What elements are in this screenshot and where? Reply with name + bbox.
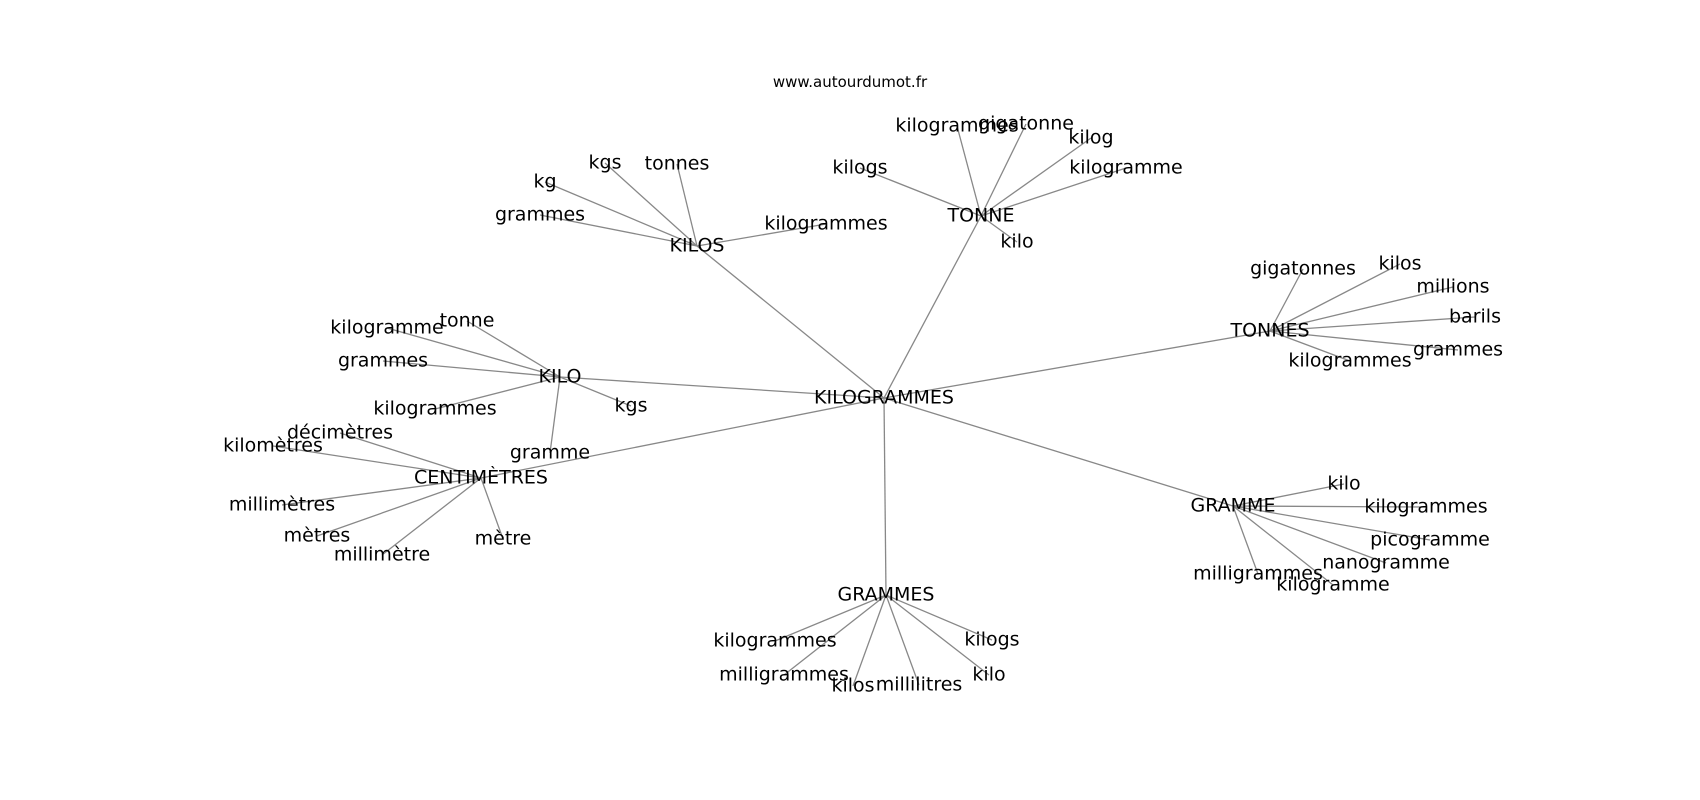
leaf-node[interactable]: kilogrammes <box>895 115 1018 137</box>
edge-kilo-leaf <box>466 320 561 378</box>
edge-kilo-leaf <box>382 360 561 378</box>
leaf-node[interactable]: grammes <box>495 204 585 226</box>
edge-center-gramme <box>883 397 1234 507</box>
leaf-node[interactable]: grammes <box>1413 339 1503 361</box>
hub-node-kilos[interactable]: KILOS <box>670 235 725 257</box>
leaf-node[interactable]: millimètres <box>229 494 335 516</box>
leaf-node[interactable]: barils <box>1449 306 1501 328</box>
edge-kilos-leaf <box>544 181 698 247</box>
leaf-node[interactable]: kilogrammes <box>713 630 836 652</box>
hub-node-grammes[interactable]: GRAMMES <box>837 584 934 606</box>
leaf-node[interactable]: millimètre <box>334 544 430 566</box>
hub-node-tonnes[interactable]: TONNES <box>1229 320 1309 342</box>
edge-centimetres-leaf <box>272 445 482 479</box>
edge-centimetres-leaf <box>480 477 504 540</box>
edge-tonne-leaf <box>980 167 1127 217</box>
edge-center-kilos <box>696 245 885 399</box>
edge-grammes-leaf <box>885 594 920 686</box>
leaf-node[interactable]: décimètres <box>287 422 393 444</box>
leaf-node[interactable]: kgs <box>589 152 622 174</box>
leaf-node[interactable]: kilogrammes <box>373 398 496 420</box>
leaf-node[interactable]: tonne <box>440 310 495 332</box>
leaf-node[interactable]: kilo <box>972 664 1005 686</box>
edge-center-grammes <box>883 397 887 596</box>
edge-center-kilo <box>559 376 885 399</box>
leaf-node[interactable]: kilomètres <box>223 435 323 457</box>
leaf-node[interactable]: kilos <box>831 675 874 697</box>
leaf-node[interactable]: nanogramme <box>1322 552 1450 574</box>
leaf-node[interactable]: kilogramme <box>1069 157 1182 179</box>
hub-node-kilo[interactable]: KILO <box>539 366 582 388</box>
edge-tonnes-leaf <box>1269 316 1476 332</box>
leaf-node[interactable]: kilogramme <box>330 317 443 339</box>
leaf-node[interactable]: gigatonne <box>978 113 1074 135</box>
hub-node-tonne[interactable]: TONNE <box>947 205 1015 227</box>
leaf-node[interactable]: gigatonnes <box>1250 258 1356 280</box>
leaf-node[interactable]: kilo <box>1327 473 1360 495</box>
edge-tonne-leaf <box>859 167 982 217</box>
leaf-node[interactable]: kilo <box>1000 231 1033 253</box>
edge-tonne-leaf <box>956 125 982 217</box>
leaf-node[interactable]: millilitres <box>876 674 963 696</box>
edge-grammes-leaf <box>783 594 887 676</box>
hub-node-gramme[interactable]: GRAMME <box>1191 495 1276 517</box>
edge-centimetres-leaf <box>381 477 482 556</box>
leaf-node[interactable]: picogramme <box>1370 529 1490 551</box>
edge-centimetres-leaf <box>339 432 482 479</box>
leaf-node[interactable]: gramme <box>510 442 590 464</box>
edge-center-tonnes <box>883 330 1271 399</box>
source-url: www.autourdumot.fr <box>772 73 928 91</box>
leaf-node[interactable]: grammes <box>338 350 428 372</box>
leaf-node[interactable]: kg <box>533 171 556 193</box>
leaf-node[interactable]: kilogrammes <box>764 213 887 235</box>
edge-kilos-leaf <box>676 163 698 247</box>
edge-kilo-leaf <box>434 376 561 410</box>
edge-tonnes-leaf <box>1269 268 1304 332</box>
leaf-node[interactable]: kilogs <box>964 629 1019 651</box>
leaf-node[interactable]: tonnes <box>645 153 710 175</box>
leaf-node[interactable]: milligrammes <box>1193 563 1323 585</box>
edge-grammes-leaf <box>885 594 990 676</box>
edge-centimetres-leaf <box>281 477 482 506</box>
leaf-node[interactable]: millions <box>1416 276 1489 298</box>
hub-node-centimetres[interactable]: CENTIMÈTRES <box>414 466 548 489</box>
edge-gramme-leaf <box>1232 505 1387 564</box>
edge-centimetres-leaf <box>316 477 482 537</box>
edge-gramme-leaf <box>1232 505 1259 575</box>
edge-kilos-leaf <box>604 162 698 247</box>
edge-kilos-leaf <box>696 223 827 247</box>
edge-tonne-leaf <box>980 137 1092 217</box>
edge-grammes-leaf <box>852 594 887 687</box>
leaf-node[interactable]: mètres <box>284 525 351 547</box>
edge-kilo-leaf <box>549 376 561 454</box>
edge-grammes-leaf <box>885 594 993 641</box>
edge-kilo-leaf <box>386 327 561 378</box>
edge-tonnes-leaf <box>1269 286 1454 332</box>
leaf-node[interactable]: kilogramme <box>1276 574 1389 596</box>
edge-grammes-leaf <box>774 594 887 642</box>
leaf-node[interactable]: kgs <box>615 395 648 417</box>
leaf-node[interactable]: kilog <box>1068 127 1113 149</box>
edge-gramme-leaf <box>1232 483 1345 507</box>
edge-center-tonne <box>883 215 982 399</box>
leaf-node[interactable]: milligrammes <box>719 664 849 686</box>
edge-tonne-leaf <box>980 215 1018 243</box>
leaf-node[interactable]: mètre <box>475 528 532 550</box>
edge-center-centimetres <box>480 397 885 479</box>
edge-tonnes-leaf <box>1269 330 1459 351</box>
leaf-node[interactable]: kilogrammes <box>1364 496 1487 518</box>
edge-tonne-leaf <box>980 123 1027 217</box>
edge-kilos-leaf <box>539 214 698 247</box>
center-node[interactable]: KILOGRAMMES <box>814 387 954 409</box>
edge-tonnes-leaf <box>1269 263 1401 332</box>
edge-tonnes-leaf <box>1269 330 1351 362</box>
leaf-node[interactable]: kilogrammes <box>1288 350 1411 372</box>
edge-gramme-leaf <box>1232 505 1431 541</box>
edge-gramme-leaf <box>1232 505 1427 508</box>
edge-gramme-leaf <box>1232 505 1334 586</box>
leaf-node[interactable]: kilos <box>1378 253 1421 275</box>
edge-kilo-leaf <box>559 376 632 407</box>
leaf-node[interactable]: kilogs <box>832 157 887 179</box>
